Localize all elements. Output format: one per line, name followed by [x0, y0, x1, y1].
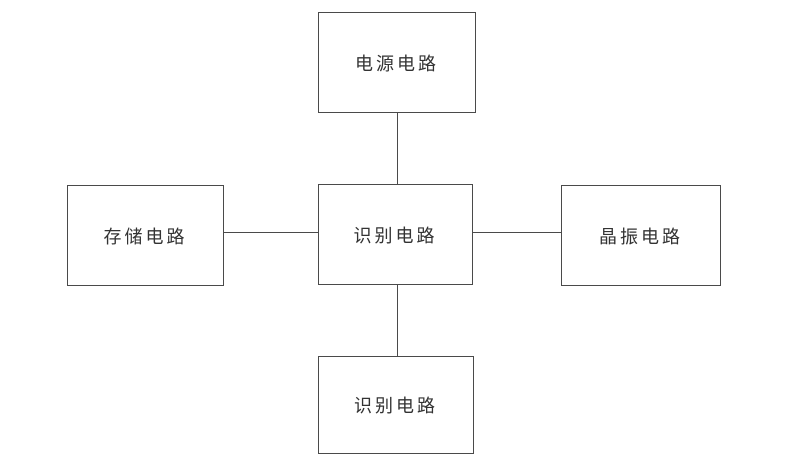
node-label: 电源电路 [355, 53, 439, 75]
node-storage-circuit: 存储电路 [67, 185, 224, 286]
node-label: 识别电路 [354, 396, 438, 417]
node-label: 晶振电路 [599, 226, 683, 248]
node-recognition-circuit-center: 识别电路 [318, 184, 473, 285]
node-label: 识别电路 [353, 225, 438, 247]
connector-storage-to-center [224, 232, 318, 233]
node-power-circuit: 电源电路 [318, 12, 476, 113]
connector-power-to-center [397, 113, 398, 184]
connector-center-to-crystal [473, 232, 561, 233]
node-label: 存储电路 [103, 226, 188, 248]
connector-center-to-bottom [397, 285, 398, 356]
node-recognition-circuit-bottom: 识别电路 [318, 356, 474, 454]
node-crystal-oscillator-circuit: 晶振电路 [561, 185, 721, 286]
